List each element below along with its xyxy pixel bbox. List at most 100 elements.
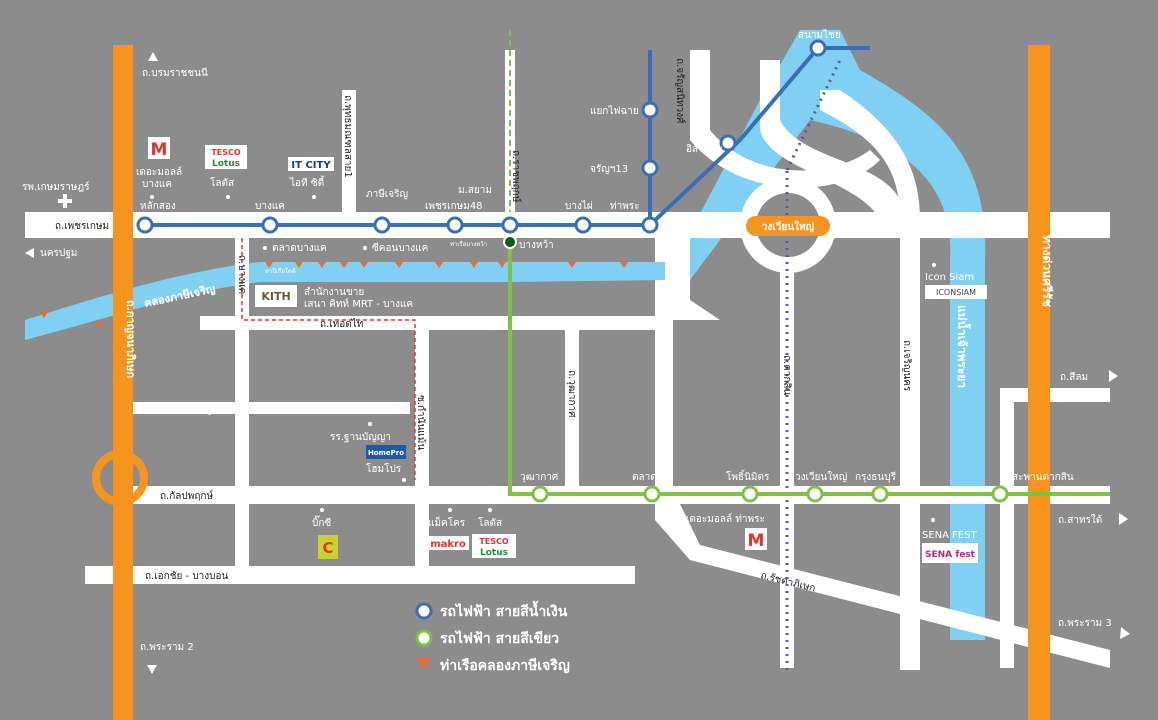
legend-pier-label: ท่าเรือคลองภาษีเจริญ bbox=[440, 658, 570, 674]
poi-itcity: ไอที ซิตี้ bbox=[289, 175, 325, 189]
legend-blue-label: รถไฟฟ้า สายสีน้ำเงิน bbox=[440, 600, 568, 620]
poi-homepro: โฮมโปร bbox=[366, 462, 402, 475]
station-phetkasem-48[interactable] bbox=[446, 216, 464, 234]
hospital-cross-icon bbox=[58, 194, 72, 208]
homepro-logo-text: HomePro bbox=[368, 449, 404, 457]
makro-logo bbox=[427, 536, 469, 550]
station-krung-thon-buri[interactable] bbox=[871, 485, 889, 503]
station-pho-nimit[interactable] bbox=[741, 485, 759, 503]
pier-marker bbox=[395, 262, 403, 268]
senafest-logo bbox=[922, 543, 978, 563]
poi-sales-office-2: เสนา คิทท์ MRT - บางแค bbox=[304, 298, 413, 310]
label-siam: ม.สยาม bbox=[458, 185, 492, 196]
road-network bbox=[25, 50, 1110, 670]
tesco-logo-bottom-2: Lotus bbox=[480, 548, 508, 558]
label-phetkasem-48: เพชรเกษม48 bbox=[425, 201, 483, 212]
poi-the-mall-1: เดอะมอลล์ bbox=[136, 166, 182, 178]
poi-hospital: รพ.เกษมราษฎร์ bbox=[22, 181, 90, 193]
station-talat-phlu[interactable] bbox=[643, 485, 661, 503]
pier-marker bbox=[40, 312, 48, 318]
label-pho-nimit: โพธิ์นิมิตร bbox=[726, 469, 770, 483]
poi-pier-note: ท่าเรือบางหว้า bbox=[450, 240, 487, 248]
station-sanam-chai[interactable] bbox=[809, 39, 827, 57]
station-charan-13[interactable] bbox=[641, 159, 659, 177]
poi-market-bangkae: ตลาดบางแค bbox=[272, 243, 327, 254]
label-rama3: ถ.พระราม 3 bbox=[1058, 618, 1112, 629]
label-sanam-chai: สนามไชย bbox=[798, 29, 841, 41]
poi-dot bbox=[932, 263, 936, 267]
station-itsaraphap[interactable] bbox=[719, 134, 737, 152]
label-taksin-rd: ถ.ตากสิน bbox=[781, 355, 792, 396]
station-lak-song[interactable] bbox=[136, 216, 154, 234]
road-curve-ne-3 bbox=[820, 90, 920, 220]
station-phasi-charoen[interactable] bbox=[373, 216, 391, 234]
poi-dot bbox=[402, 478, 406, 482]
arrow-right-icon bbox=[1119, 513, 1128, 525]
pier-marker bbox=[340, 262, 348, 268]
arrow-down-icon bbox=[147, 665, 157, 674]
interchange-bang-wa[interactable] bbox=[503, 235, 517, 249]
label-phetkasem: ถ.เพชรเกษม bbox=[55, 221, 109, 232]
poi-dot bbox=[368, 422, 372, 426]
expressway-right bbox=[1028, 45, 1050, 720]
phasi-charoen-canal bbox=[25, 262, 665, 340]
roundabout-label: วงเวียนใหญ่ bbox=[762, 220, 815, 233]
pier-marker bbox=[435, 262, 443, 268]
label-phutthamonthon: ถ.พุทธมณฑลสาย1 bbox=[342, 95, 353, 178]
road-curve-1 bbox=[655, 238, 720, 320]
label-river: แม่น้ำเจ้าพระยา bbox=[955, 305, 972, 388]
label-silom: ถ.สีลม bbox=[1060, 371, 1088, 383]
label-wongwian-yai: วงเวียนใหญ่ bbox=[795, 471, 847, 483]
label-bang-phai: บางไผ่ bbox=[565, 200, 593, 212]
station-bang-phai[interactable] bbox=[574, 216, 592, 234]
tesco-logo-top-2: Lotus bbox=[212, 159, 240, 169]
green-stations bbox=[531, 485, 1009, 503]
label-wutthakat: วุฒากาศ bbox=[520, 472, 559, 483]
iconsiam-logo-text: ICONSIAM bbox=[936, 288, 976, 297]
blue-stations bbox=[136, 39, 827, 249]
expressway-right-label: ทางด่วนศรีรัช bbox=[1040, 235, 1054, 307]
station-wongwian-yai[interactable] bbox=[806, 485, 824, 503]
road-ratchadaphisek bbox=[655, 504, 1110, 668]
station-wutthakat[interactable] bbox=[531, 485, 549, 503]
label-sathorn: ถ.สาทรใต้ bbox=[1058, 514, 1102, 526]
station-tha-phra[interactable] bbox=[641, 216, 659, 234]
poi-the-mall-thapra: เดอะมอลล์ ท่าพระ bbox=[686, 513, 765, 525]
legend-green-icon bbox=[415, 629, 433, 647]
pier-marker bbox=[620, 262, 628, 268]
label-kanlapaphruek: ถ.กัลปพฤกษ์ bbox=[160, 490, 213, 502]
road-charoen-nakhon bbox=[900, 220, 920, 670]
arrow-left-icon bbox=[25, 248, 34, 258]
pier-marker bbox=[498, 262, 506, 268]
station-saphan-taksin[interactable] bbox=[991, 485, 1009, 503]
poi-dot bbox=[226, 195, 230, 199]
label-charan-13: จรัญฯ13 bbox=[590, 164, 628, 175]
label-krung-thon-buri: กรุงธนบุรี bbox=[855, 471, 897, 483]
expressway-left bbox=[113, 45, 133, 720]
poi-sales-office-1: สำนักงานขาย bbox=[304, 287, 364, 298]
itcity-logo bbox=[288, 157, 334, 171]
pier-marker bbox=[470, 262, 478, 268]
bigc-logo-glyph: C bbox=[322, 539, 333, 557]
label-phasi-charoen: ภาษีเจริญ bbox=[366, 188, 408, 200]
tesco-logo-bottom bbox=[472, 534, 516, 558]
poi-tesco-bottom: โลตัส bbox=[478, 516, 502, 529]
poi-school: รร.ฐานบัญญา bbox=[330, 432, 391, 443]
arrow-up-icon bbox=[148, 52, 158, 61]
road-bangkhae-vertical bbox=[235, 238, 249, 578]
label-thoet-thai: ถ.เทอดไท bbox=[320, 318, 363, 330]
legend: รถไฟฟ้า สายสีน้ำเงิน รถไฟฟ้า สายสีเขียว … bbox=[415, 600, 570, 674]
label-itsaraphap: อิสรภาพ bbox=[686, 144, 722, 155]
poi-dot bbox=[263, 246, 267, 250]
label-khlong-khwang: ซ.กำนันแม้น bbox=[415, 395, 427, 450]
poi-bigc: บิ๊กซี bbox=[312, 515, 331, 529]
kith-logo-text: KITH bbox=[261, 290, 290, 303]
label-nakhon-pathom: นครปฐม bbox=[40, 248, 77, 259]
station-fai-chai[interactable] bbox=[641, 101, 659, 119]
label-bang-khae: บางแค bbox=[255, 201, 285, 212]
station-bang-khae[interactable] bbox=[261, 216, 279, 234]
expressway-left-label: ถ.กาญจนาภิเษก bbox=[124, 300, 137, 378]
green-line-track bbox=[508, 240, 1110, 496]
road-curve-ne-2 bbox=[760, 60, 900, 220]
station-bang-wa[interactable] bbox=[501, 216, 519, 234]
